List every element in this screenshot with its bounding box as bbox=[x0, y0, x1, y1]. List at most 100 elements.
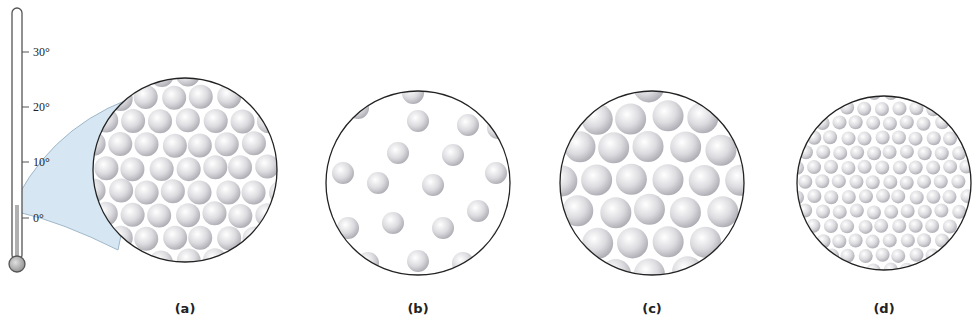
particle bbox=[867, 146, 881, 160]
particle bbox=[900, 176, 914, 190]
particle bbox=[725, 165, 756, 196]
particle bbox=[109, 226, 133, 250]
particle bbox=[823, 130, 837, 144]
particle bbox=[121, 109, 145, 133]
particle bbox=[876, 189, 890, 203]
particle bbox=[422, 174, 444, 196]
particle bbox=[943, 219, 957, 233]
particle bbox=[883, 145, 897, 159]
particle bbox=[900, 115, 914, 129]
temperature-label: 20° bbox=[33, 100, 50, 115]
particle bbox=[875, 160, 889, 174]
view-outline bbox=[560, 91, 744, 275]
particle bbox=[857, 132, 871, 146]
particle bbox=[943, 132, 957, 146]
particle bbox=[909, 248, 923, 262]
particle bbox=[909, 132, 923, 146]
particle bbox=[690, 227, 721, 258]
particle bbox=[564, 131, 595, 162]
particle bbox=[917, 117, 931, 131]
particle bbox=[840, 219, 854, 233]
particle bbox=[943, 160, 957, 174]
particle bbox=[705, 135, 736, 166]
particle bbox=[849, 175, 863, 189]
particle bbox=[891, 249, 905, 263]
particle bbox=[242, 131, 266, 155]
particle bbox=[883, 175, 897, 189]
particle bbox=[600, 197, 631, 228]
particle bbox=[951, 174, 965, 188]
particle bbox=[332, 162, 354, 184]
particle bbox=[121, 203, 145, 227]
particle bbox=[600, 259, 631, 290]
particle bbox=[387, 142, 409, 164]
particle bbox=[910, 191, 924, 205]
particle bbox=[633, 131, 664, 162]
particle bbox=[707, 196, 738, 227]
particle bbox=[150, 157, 174, 181]
particle bbox=[382, 212, 404, 234]
particle bbox=[217, 84, 241, 108]
particle bbox=[633, 71, 664, 102]
particle bbox=[203, 155, 227, 179]
particle bbox=[891, 189, 905, 203]
particle bbox=[850, 146, 864, 160]
particle bbox=[562, 195, 593, 226]
particle bbox=[876, 248, 890, 262]
particle bbox=[581, 164, 612, 195]
particle bbox=[94, 202, 118, 226]
particle bbox=[94, 108, 118, 132]
particle bbox=[892, 219, 906, 233]
particle bbox=[909, 101, 923, 115]
particle bbox=[615, 104, 646, 135]
particle bbox=[926, 161, 940, 175]
particle bbox=[120, 157, 144, 181]
view-ground bbox=[560, 91, 744, 275]
particle bbox=[926, 190, 940, 204]
particle bbox=[824, 219, 838, 233]
particle bbox=[432, 217, 454, 239]
particle bbox=[867, 86, 881, 100]
particle bbox=[217, 226, 241, 250]
particle bbox=[934, 204, 948, 218]
particle bbox=[204, 109, 228, 133]
particle bbox=[842, 131, 856, 145]
particle bbox=[231, 110, 255, 134]
particle bbox=[109, 178, 133, 202]
particle bbox=[841, 161, 855, 175]
view-outline bbox=[797, 96, 971, 270]
view-ground bbox=[326, 91, 510, 275]
particle bbox=[849, 234, 863, 248]
particle bbox=[917, 233, 931, 247]
particle bbox=[842, 190, 856, 204]
particle bbox=[148, 109, 172, 133]
particle bbox=[807, 160, 821, 174]
panel-label: (b) bbox=[407, 301, 428, 316]
particle bbox=[407, 250, 429, 272]
particle bbox=[832, 234, 846, 248]
particle bbox=[816, 205, 830, 219]
particle bbox=[893, 160, 907, 174]
thermometer-ticks bbox=[22, 52, 29, 218]
particle bbox=[242, 180, 266, 204]
view-ground bbox=[797, 96, 971, 270]
particle bbox=[228, 155, 252, 179]
particle bbox=[135, 180, 159, 204]
particle bbox=[815, 174, 829, 188]
particle bbox=[582, 228, 613, 259]
particle bbox=[134, 132, 158, 156]
particle bbox=[918, 205, 932, 219]
particle bbox=[833, 146, 847, 160]
particle bbox=[833, 205, 847, 219]
particle bbox=[901, 233, 915, 247]
particle bbox=[163, 226, 187, 250]
particle bbox=[546, 165, 577, 196]
particle bbox=[467, 200, 489, 222]
panel-label: (c) bbox=[642, 301, 662, 316]
particle bbox=[670, 131, 701, 162]
particle bbox=[816, 145, 830, 159]
particle bbox=[485, 162, 507, 184]
thermometer-tube bbox=[12, 8, 22, 260]
particle bbox=[866, 175, 880, 189]
particle bbox=[319, 242, 341, 264]
